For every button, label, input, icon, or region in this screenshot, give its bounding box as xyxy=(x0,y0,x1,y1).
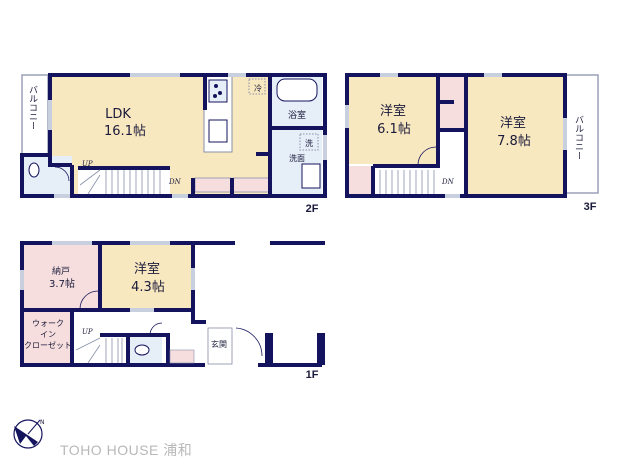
closet-2f-b xyxy=(232,177,270,193)
floor-label-3f: 3F xyxy=(584,201,597,213)
compass-icon: N xyxy=(13,419,45,449)
room-6-1 xyxy=(348,76,438,164)
wic-line1: ウォーク xyxy=(32,319,64,328)
washroom-label: 洗面 xyxy=(289,153,305,163)
room1-label: 洋室 xyxy=(380,103,406,119)
room1-size: 6.1帖 xyxy=(377,122,411,137)
wash-basin-icon xyxy=(301,163,321,189)
room2-label: 洋室 xyxy=(500,115,526,131)
fridge-label: 冷 xyxy=(254,83,262,93)
floor-label-2f: 2F xyxy=(306,203,319,215)
entrance-label: 玄関 xyxy=(211,339,227,349)
walk-in-closet xyxy=(22,311,72,363)
balcony-3f xyxy=(565,74,599,194)
washer-space xyxy=(299,133,319,151)
balcony-2f xyxy=(21,74,49,164)
toilet-icon-1f xyxy=(134,344,150,356)
floor-3f: 洋室 6.1帖 洋室 7.8帖 DN バルコニー 3F xyxy=(345,73,599,213)
washer-label: 洗 xyxy=(305,138,313,148)
stair-dn-label-3f: DN xyxy=(441,178,455,186)
floor-label-1f: 1F xyxy=(306,369,319,381)
room-7-8 xyxy=(468,76,563,194)
toilet-2f xyxy=(22,156,72,194)
wic-line3: クローゼット xyxy=(24,340,72,350)
stove-icon xyxy=(208,79,228,103)
bathtub-icon xyxy=(276,78,318,102)
bath-label: 浴室 xyxy=(288,109,306,121)
room-4-3-label: 洋室 xyxy=(134,261,160,277)
closet-2f-a xyxy=(194,177,232,193)
storage-room xyxy=(22,245,100,309)
ldk-size: 16.1帖 xyxy=(104,124,146,139)
room2-size: 7.8帖 xyxy=(497,134,531,149)
wic-line2: イン xyxy=(40,330,56,339)
floor-2f: LDK 16.1帖 冷 浴室 洗 洗面 UP DN バルコニー 2F xyxy=(20,73,327,215)
room-4-3 xyxy=(102,245,192,309)
storage-size: 3.7帖 xyxy=(49,277,75,290)
stair-up-label-1f: UP xyxy=(82,328,93,336)
stair-dn-label: DN xyxy=(168,178,182,186)
closet-3f-small xyxy=(348,166,372,194)
toilet-icon xyxy=(28,162,40,178)
kitchen-sink-icon xyxy=(208,119,228,143)
stair-up-label: UP xyxy=(82,160,93,168)
ldk-label: LDK xyxy=(105,107,131,122)
balcony-3f-label: バルコニー xyxy=(573,115,584,160)
storage-label: 納戸 xyxy=(52,265,70,277)
brand-text: TOHO HOUSE 浦和 xyxy=(60,442,193,458)
fridge-space xyxy=(248,78,266,95)
compass-north-label: N xyxy=(40,419,45,426)
walls-2f xyxy=(20,73,327,198)
balcony-2f-label: バルコニー xyxy=(27,85,38,130)
floor-1f: 納戸 3.7帖 洋室 4.3帖 ウォーク イン クローゼット UP 玄関 1F xyxy=(20,241,325,381)
entrance xyxy=(207,327,233,365)
room-4-3-size: 4.3帖 xyxy=(131,280,165,295)
